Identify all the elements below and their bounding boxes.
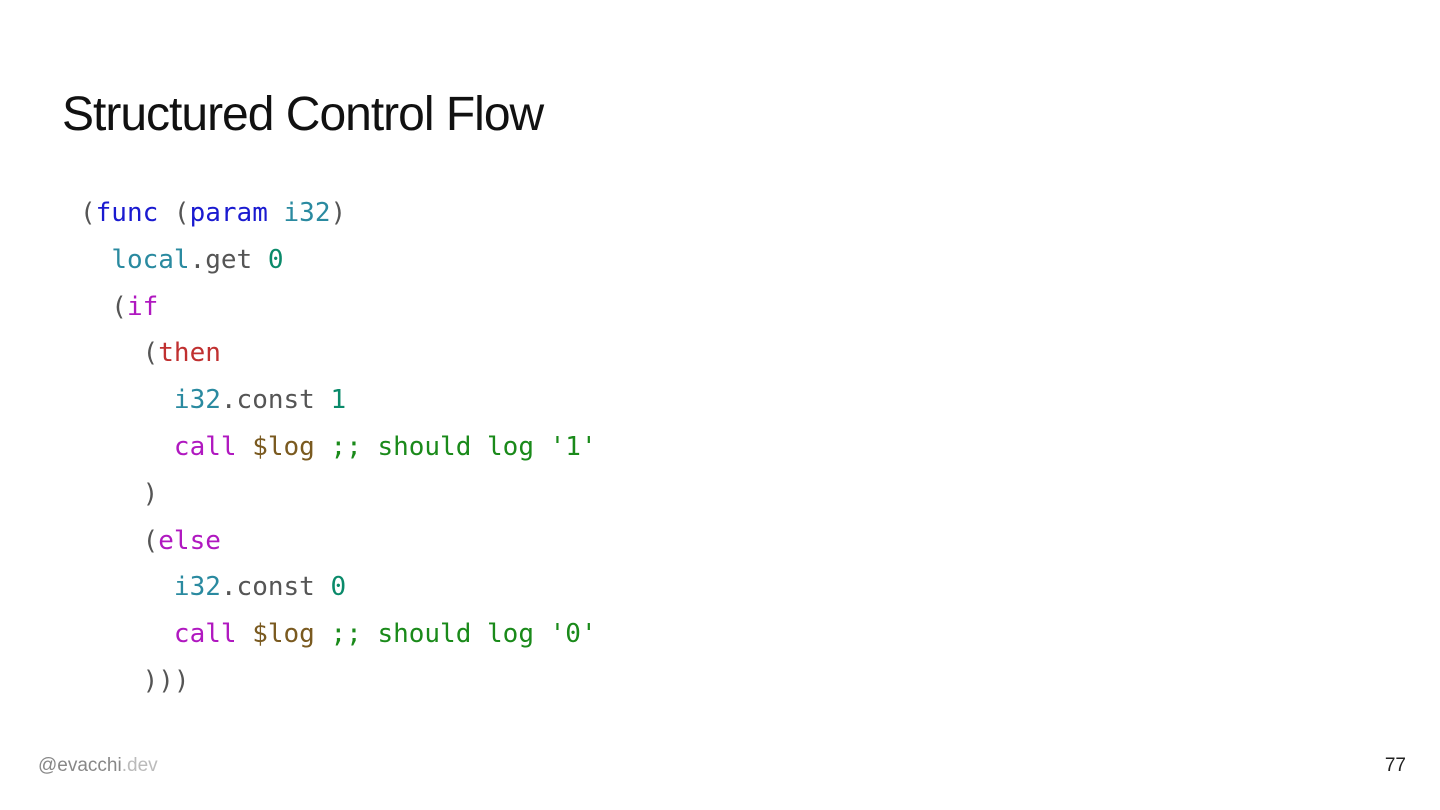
code-token-plain: .const — [220, 572, 331, 603]
code-line: ))) — [80, 658, 597, 705]
code-token-var: $log — [252, 619, 315, 650]
code-token-plain — [80, 432, 174, 462]
code-token-type: local — [111, 244, 190, 275]
code-token-plain — [237, 432, 253, 462]
code-token-ctrl: call — [173, 431, 237, 462]
code-line: i32.const 1 — [80, 377, 597, 424]
code-token-type: i32 — [173, 572, 221, 603]
code-token-then: then — [158, 338, 221, 369]
code-token-plain — [80, 245, 111, 275]
footer-handle-name: @evacchi — [38, 755, 122, 776]
code-token-plain: ( — [80, 198, 96, 228]
code-token-num: 1 — [330, 385, 347, 416]
code-line: (else — [80, 518, 597, 565]
code-token-plain — [315, 619, 331, 649]
code-line: call $log ;; should log '1' — [80, 424, 597, 471]
code-token-var: $log — [252, 431, 315, 462]
code-token-plain: ( — [80, 338, 159, 369]
code-line: call $log ;; should log '0' — [80, 611, 597, 658]
code-token-plain: ( — [80, 291, 127, 322]
code-token-ctrl: call — [173, 619, 237, 650]
code-token-plain: ) — [80, 478, 159, 509]
code-token-comment: ;; should log '1' — [330, 431, 597, 462]
code-token-num: 0 — [267, 244, 284, 275]
code-token-plain: ( — [80, 525, 159, 556]
code-token-plain — [268, 198, 284, 228]
code-token-ctrl: if — [126, 291, 159, 322]
code-line: i32.const 0 — [80, 564, 597, 611]
code-token-comment: ;; should log '0' — [330, 619, 597, 650]
code-line: ) — [80, 471, 597, 518]
code-line: (then — [80, 330, 597, 377]
code-line: (if — [80, 284, 597, 331]
code-token-type: i32 — [283, 198, 331, 228]
code-token-plain: ) — [330, 198, 347, 228]
code-block: (func (param i32) local.get 0 (if (then … — [80, 190, 597, 705]
code-token-kw: func — [95, 198, 159, 228]
code-token-type: i32 — [173, 385, 221, 416]
code-token-plain — [237, 619, 253, 649]
code-token-plain: .const — [220, 385, 331, 416]
code-token-plain — [80, 619, 174, 649]
code-line: local.get 0 — [80, 237, 597, 284]
footer-handle: @evacchi.dev — [38, 754, 158, 778]
page-number: 77 — [1384, 755, 1406, 776]
code-token-plain — [80, 572, 174, 602]
code-token-plain: ))) — [80, 665, 190, 696]
slide-title: Structured Control Flow — [62, 88, 544, 141]
code-token-num: 0 — [330, 572, 347, 603]
code-token-plain: ( — [158, 198, 190, 228]
code-token-plain — [80, 385, 174, 415]
footer-handle-domain: .dev — [121, 755, 158, 776]
code-line: (func (param i32) — [80, 190, 597, 237]
code-token-plain — [315, 432, 331, 462]
code-token-plain: .get — [189, 244, 268, 275]
code-token-ctrl: else — [158, 525, 221, 556]
code-token-kw: param — [189, 198, 268, 228]
